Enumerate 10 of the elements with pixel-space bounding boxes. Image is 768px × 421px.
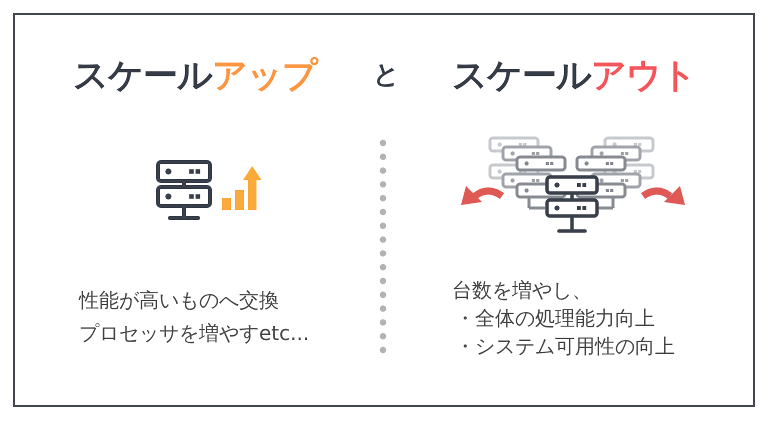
bullet-item: ・全体の処理能力向上 — [455, 306, 655, 330]
heading: スケール — [452, 56, 591, 96]
heading-accent: アウト — [591, 56, 696, 96]
heading: スケール — [73, 56, 212, 96]
description-line: 台数を増やし、 — [452, 278, 592, 302]
heading-accent: アップ — [212, 56, 317, 96]
heading-conjunction: と — [373, 60, 399, 90]
description-line: 性能が高いものへ交換 — [79, 288, 279, 312]
bullet-item: ・システム可用性の向上 — [455, 334, 675, 358]
description-line: プロセッサを増やすetc... — [79, 321, 310, 345]
